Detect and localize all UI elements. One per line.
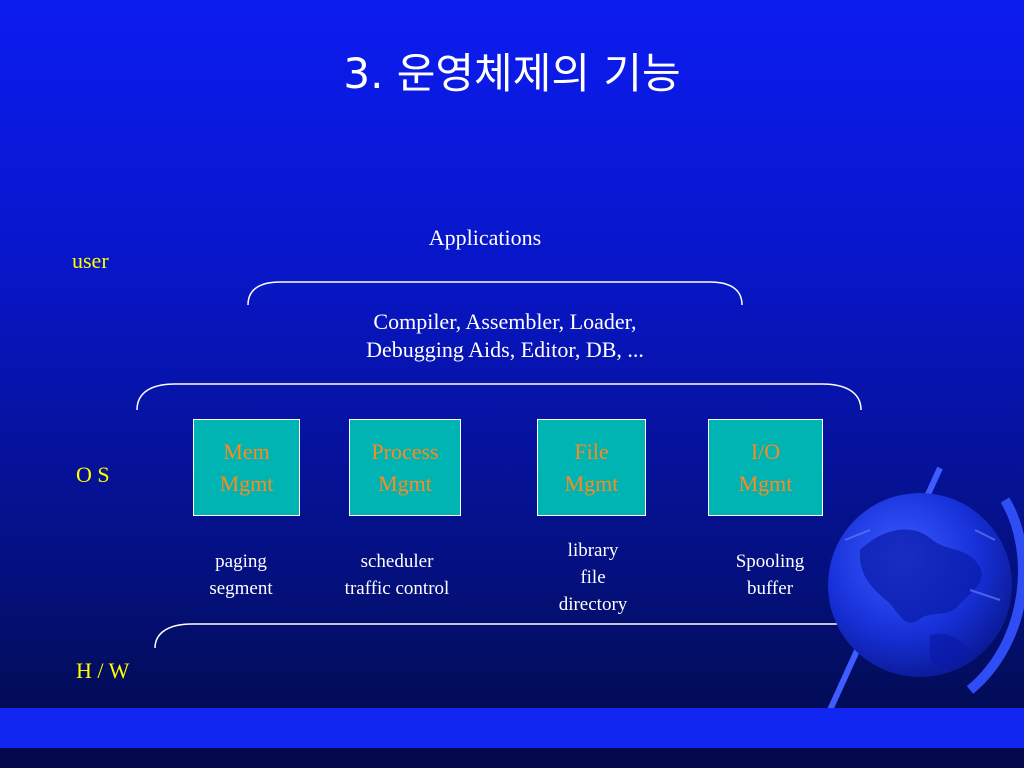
globe-icon (827, 466, 1024, 725)
slide-title: 3. 운영체제의 기능 (343, 49, 681, 98)
user-label: user (72, 248, 109, 273)
detail-line: scheduler (360, 551, 434, 572)
os-label: O S (76, 462, 110, 487)
io-details: Spooling buffer (710, 548, 830, 602)
detail-line: traffic control (344, 578, 450, 599)
box-line-2: Mgmt (564, 470, 619, 496)
tools-label: Compiler, Assembler, Loader, Debugging A… (290, 308, 720, 363)
mem-details: paging segment (181, 548, 301, 602)
box-line-1: I/O (750, 438, 781, 464)
file-details: library file directory (533, 537, 653, 618)
box-line-1: Process (371, 438, 439, 464)
detail-line: buffer (746, 578, 794, 599)
detail-line: segment (209, 578, 273, 599)
box-line-2: Mgmt (219, 470, 274, 496)
applications-label: Applications (428, 225, 542, 250)
mem-mgmt-box: Mem Mgmt (193, 419, 300, 516)
process-mgmt-box: Process Mgmt (349, 419, 461, 516)
detail-line: library (567, 540, 619, 561)
detail-line: directory (558, 594, 628, 615)
box-line-1: File (574, 438, 609, 464)
detail-line: file (580, 567, 606, 588)
io-mgmt-box: I/O Mgmt (708, 419, 823, 516)
brace-os (154, 623, 879, 649)
process-details: scheduler traffic control (322, 548, 472, 602)
box-line-2: Mgmt (738, 470, 793, 496)
tools-line-2: Debugging Aids, Editor, DB, ... (366, 336, 644, 362)
detail-line: Spooling (735, 551, 805, 572)
brace-applications (247, 281, 743, 306)
footer-bar (0, 708, 1024, 748)
footer-bar-shadow (0, 748, 1024, 768)
detail-line: paging (215, 551, 267, 572)
hw-label: H / W (76, 658, 130, 683)
tools-line-1: Compiler, Assembler, Loader, (373, 309, 637, 334)
brace-tools (136, 383, 862, 411)
box-line-2: Mgmt (378, 470, 432, 496)
box-line-1: Mem (223, 438, 270, 464)
file-mgmt-box: File Mgmt (537, 419, 646, 516)
